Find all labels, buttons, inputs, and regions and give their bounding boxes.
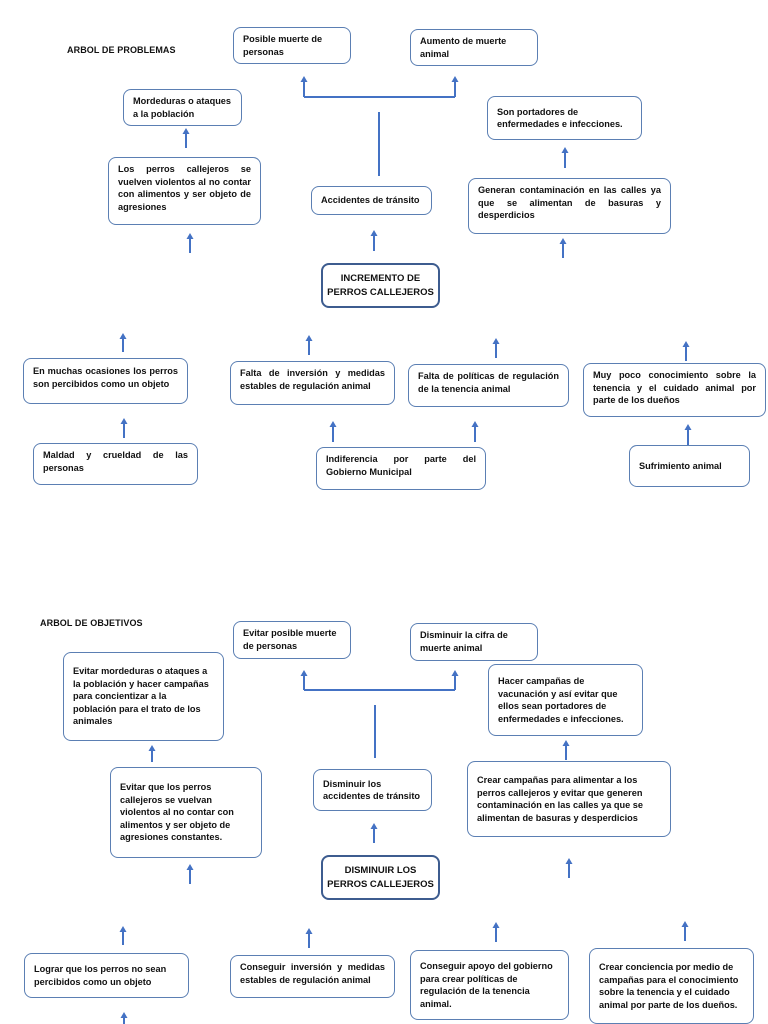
arrow-indiferencia-to-politicas xyxy=(471,421,479,442)
arrow-from-inversion xyxy=(305,335,313,355)
box-crear-conciencia: Crear conciencia por medio de campañas p… xyxy=(589,948,754,1024)
center-incremento-perros: INCREMENTO DE PERROS CALLEJEROS xyxy=(321,263,440,308)
box-evitar-violentos: Evitar que los perros callejeros se vuel… xyxy=(110,767,262,858)
box-campanas-alimentar: Crear campañas para alimentar a los perr… xyxy=(467,761,671,837)
arrow-to-campanas-alimentar xyxy=(565,858,573,878)
arrow-to-contaminacion xyxy=(559,238,567,258)
arrow-to-muerte-animal xyxy=(451,76,459,97)
box-indiferencia: Indiferencia por parte del Gobierno Muni… xyxy=(316,447,486,490)
center-disminuir-perros: DISMINUIR LOS PERROS CALLEJEROS xyxy=(321,855,440,900)
box-evitar-mordeduras: Evitar mordeduras o ataques a la poblaci… xyxy=(63,652,224,741)
arrow-to-disminuir-accidentes xyxy=(370,823,378,843)
arrow-to-disminuir-muerte xyxy=(451,670,459,690)
box-conseguir-inversion: Conseguir inversión y medidas estables d… xyxy=(230,955,395,998)
box-apoyo-gobierno: Conseguir apoyo del gobierno para crear … xyxy=(410,950,569,1020)
box-contaminacion: Generan contaminación en las calles ya q… xyxy=(468,178,671,234)
arrow-to-evitar-violentos xyxy=(186,864,194,884)
arrow-from-objeto xyxy=(119,333,127,352)
arrow-to-evitar-mordeduras xyxy=(148,745,156,762)
arrow-to-mordeduras xyxy=(182,128,190,148)
arrow-to-accidentes xyxy=(370,230,378,251)
box-falta-inversion: Falta de inversión y medidas estables de… xyxy=(230,361,395,405)
box-poco-conocimiento: Muy poco conocimiento sobre la tenencia … xyxy=(583,363,766,417)
arrow-from-apoyo-gobierno xyxy=(492,922,500,942)
box-aumento-muerte-animal: Aumento de muerte animal xyxy=(410,29,538,66)
box-mordeduras: Mordeduras o ataques a la población xyxy=(123,89,242,126)
box-percibidos-objeto: En muchas ocasiones los perros son perci… xyxy=(23,358,188,404)
arrow-bottom-left-partial xyxy=(120,1012,128,1024)
box-campanas-vacunacion: Hacer campañas de vacunación y así evita… xyxy=(488,664,643,736)
problems-title: ARBOL DE PROBLEMAS xyxy=(67,45,176,55)
arrow-from-conseguir-inversion xyxy=(305,928,313,948)
arrow-from-no-objeto xyxy=(119,926,127,945)
arrow-to-evitar-muerte xyxy=(300,670,308,690)
arrow-to-violentos xyxy=(186,233,194,253)
box-falta-politicas: Falta de políticas de regulación de la t… xyxy=(408,364,569,407)
arrow-from-sufrimiento xyxy=(684,424,692,445)
arrow-from-politicas xyxy=(492,338,500,358)
box-no-objeto: Lograr que los perros no sean percibidos… xyxy=(24,953,189,998)
box-posible-muerte-personas: Posible muerte de personas xyxy=(233,27,351,64)
box-disminuir-accidentes: Disminuir los accidentes de tránsito xyxy=(313,769,432,811)
arrow-from-maldad xyxy=(120,418,128,438)
arrow-to-portadores xyxy=(561,147,569,168)
arrow-from-crear-conciencia xyxy=(681,921,689,941)
box-portadores: Son portadores de enfermedades e infecci… xyxy=(487,96,642,140)
objectives-title: ARBOL DE OBJETIVOS xyxy=(40,618,143,628)
box-maldad-crueldad: Maldad y crueldad de las personas xyxy=(33,443,198,485)
arrow-to-campanas-vacunacion xyxy=(562,740,570,760)
box-accidentes: Accidentes de tránsito xyxy=(311,186,432,215)
box-disminuir-muerte-animal: Disminuir la cifra de muerte animal xyxy=(410,623,538,661)
box-sufrimiento-animal: Sufrimiento animal xyxy=(629,445,750,487)
box-evitar-muerte-personas: Evitar posible muerte de personas xyxy=(233,621,351,659)
arrow-from-conocimiento xyxy=(682,341,690,361)
box-perros-violentos: Los perros callejeros se vuelven violent… xyxy=(108,157,261,225)
arrow-to-muerte-personas xyxy=(300,76,308,97)
arrow-indiferencia-to-inversion xyxy=(329,421,337,442)
